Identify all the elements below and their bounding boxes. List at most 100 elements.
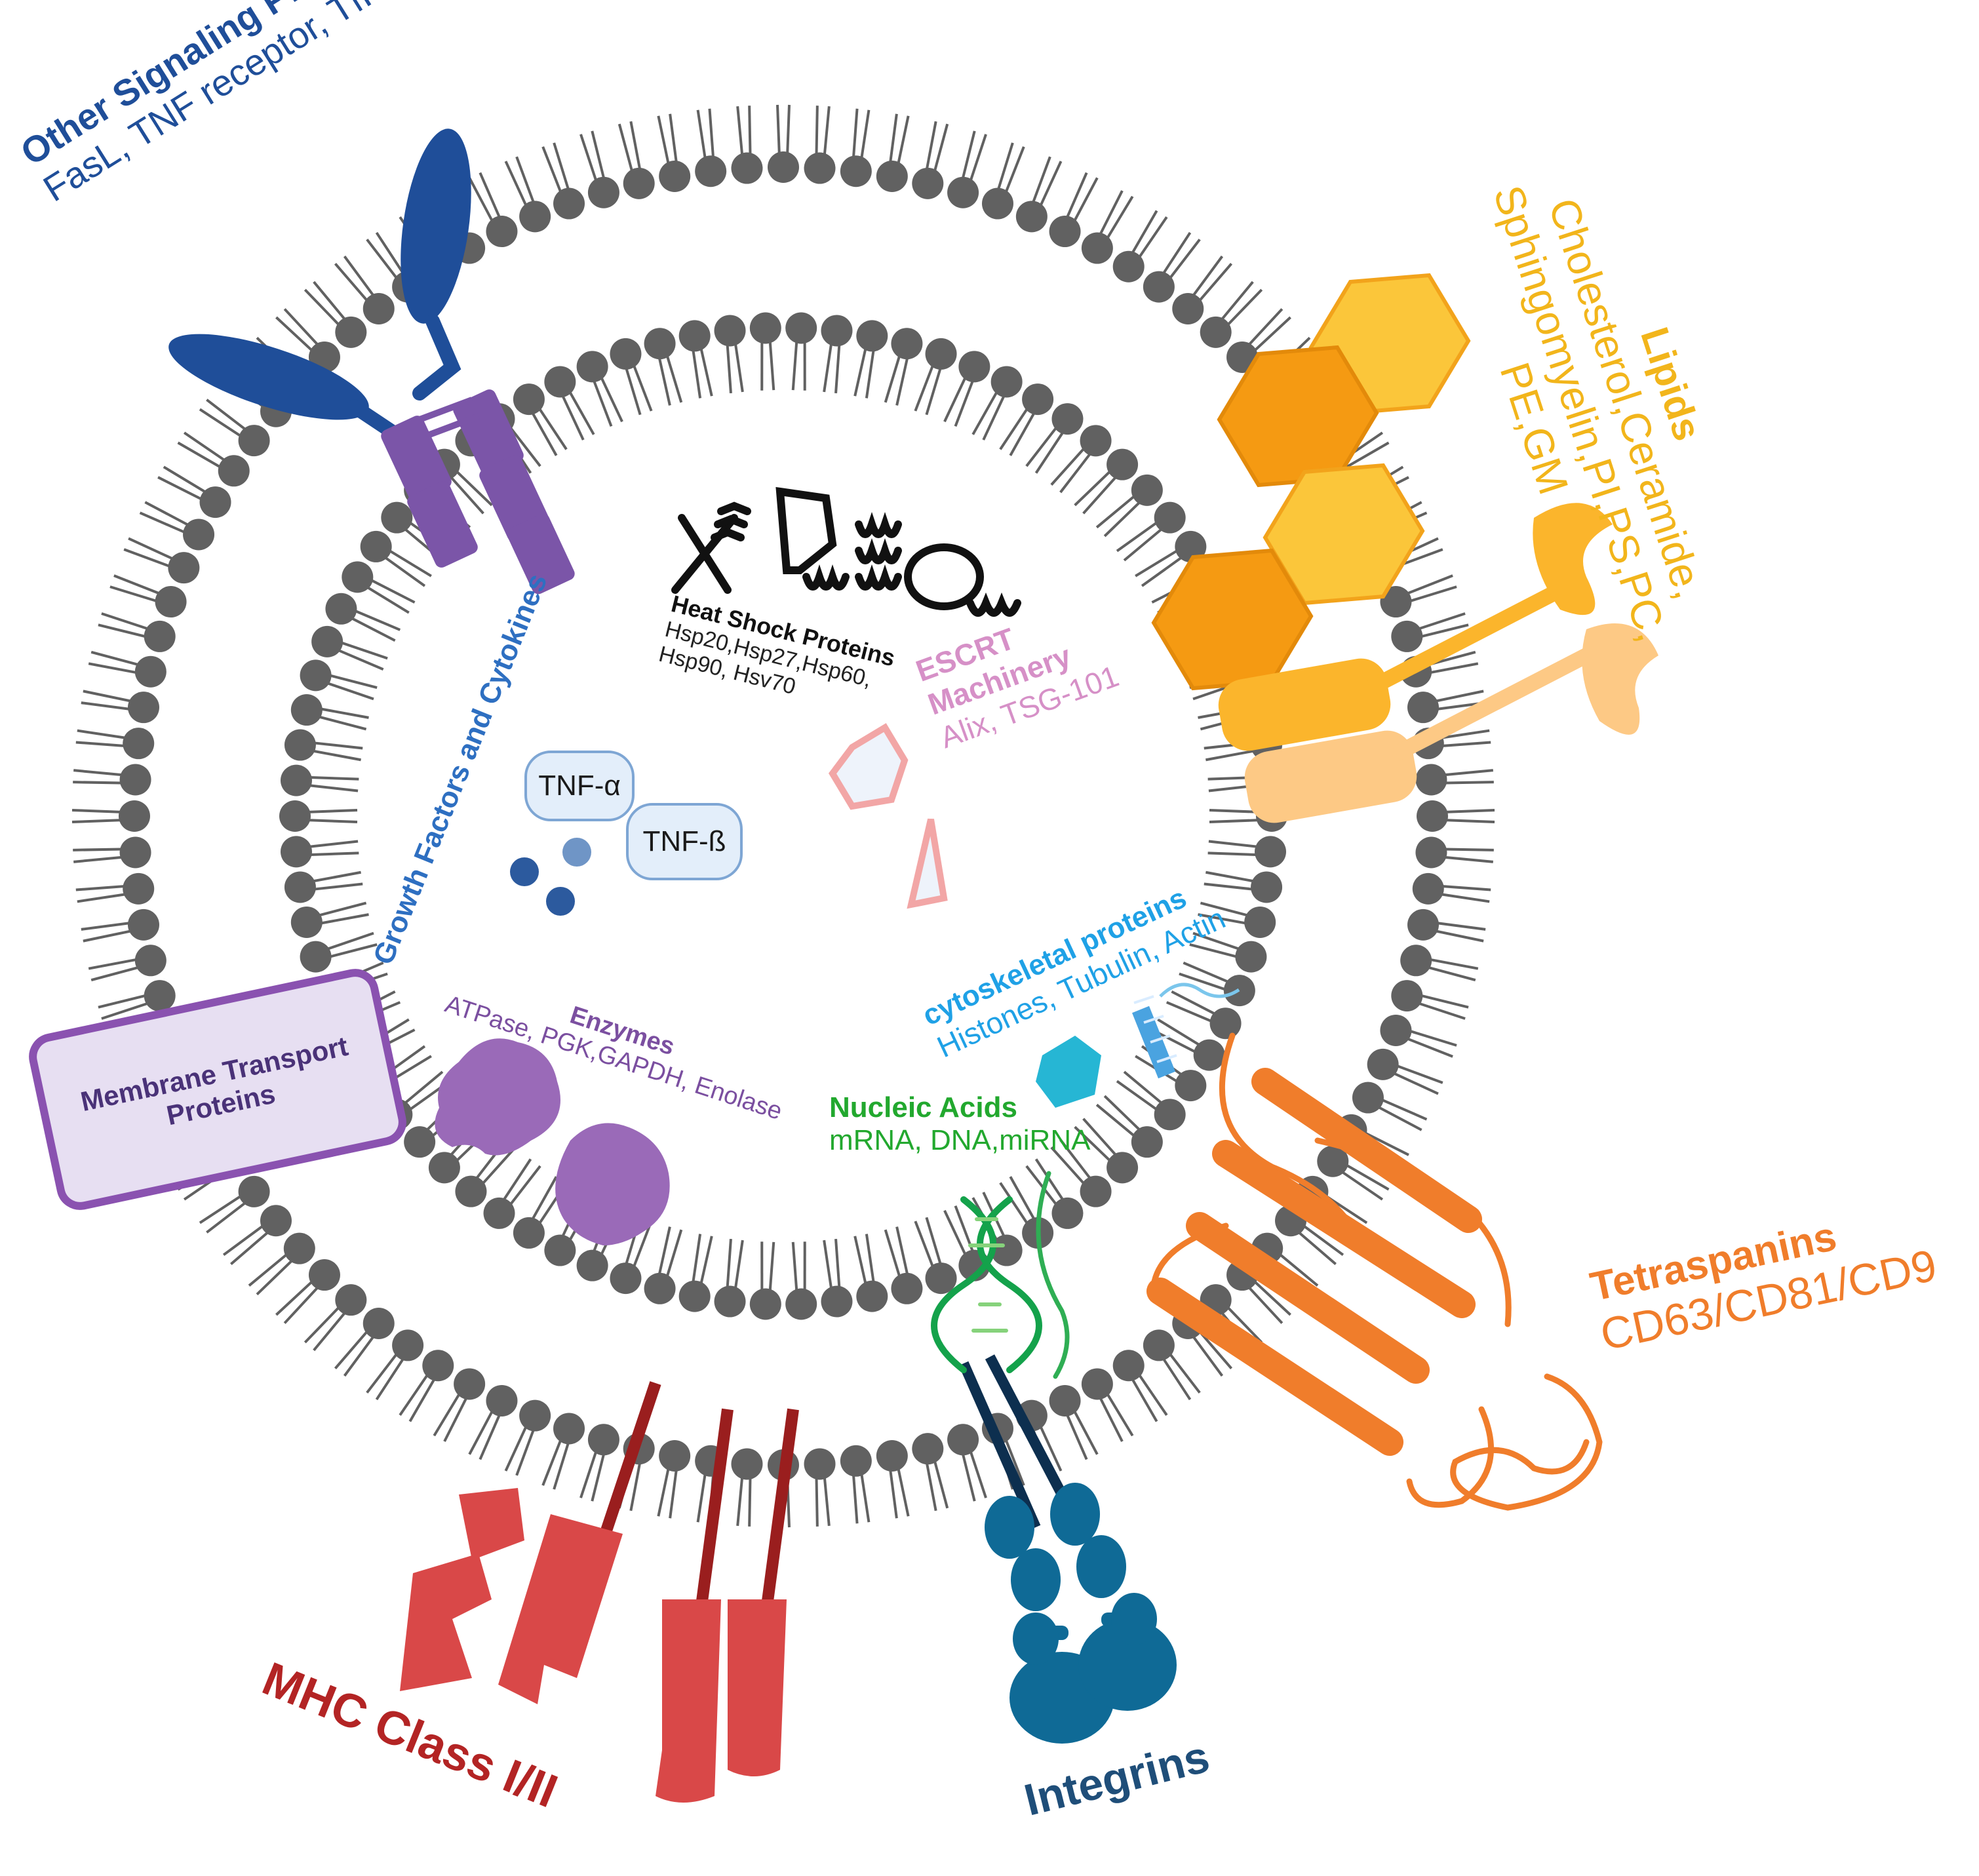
lipid-head [610,338,642,370]
lipid-head [925,338,957,370]
lipid-head [1209,1007,1242,1040]
lipid-head [486,216,518,248]
lipid-head [362,1308,395,1340]
lipid-head [1317,1145,1349,1177]
lipid-head [623,167,655,199]
tnf-alpha-badge: TNF-α [524,751,635,821]
lipid-head [1367,1048,1399,1080]
lipid-head [840,155,872,187]
lipid-head [553,187,585,220]
lipid-hexagons [1151,273,1658,823]
lipid-head [290,906,323,938]
lipid-head [840,1445,872,1477]
lipid-head [1244,906,1276,938]
lipid-head [553,1413,585,1445]
nucleic-title: Nucleic Acids [829,1091,1017,1124]
cytoskeletal-icons [1036,983,1240,1108]
lipid-head [1193,1039,1225,1071]
lipid-head [544,1234,576,1266]
lipid-head [123,872,155,905]
lipid-head [659,1440,691,1472]
lipid-head [280,764,312,796]
lipid-head [519,1399,551,1432]
tnf-alpha-label: TNF-α [538,770,621,802]
lipid-head [587,1424,619,1456]
enzyme-blobs [435,1038,670,1245]
lipid-head [587,176,619,208]
lipid-head [238,425,270,457]
lipid-head [127,909,159,941]
lipid-head [238,1175,270,1207]
tnf-beta-label: TNF-ß [642,825,726,857]
lipid-head [856,320,888,352]
lipid-head [912,1433,944,1465]
lipid-head [785,1288,817,1320]
lipid-head [958,351,990,383]
lipid-head [134,945,167,977]
lipid-head [990,1234,1023,1266]
lipid-head [300,941,332,973]
lipid-head [513,383,545,416]
lipid-head [168,552,200,584]
lipid-head [659,160,691,192]
lipid-head [804,152,836,184]
signaling-receptor [168,128,575,595]
lipid-head [731,1448,763,1480]
lipid-head [714,315,746,347]
lipid-head [1391,980,1423,1012]
lipid-head [1143,271,1175,303]
lipid-head [912,167,944,199]
lipid-head [1380,586,1412,618]
tetraspanin [1146,1032,1603,1511]
lipid-head [804,1448,836,1480]
lipid-head [283,1232,315,1264]
tnf-beta-badge: TNF-ß [626,803,743,880]
lipid-head [749,312,781,344]
lipid-head [947,1424,979,1456]
integrin [958,1354,1177,1744]
lipid-head [144,980,176,1012]
lipid-head [392,1329,424,1361]
lipid-head [1107,448,1139,480]
mhc-molecule [400,1381,799,1803]
lipid-head [678,320,711,352]
lipid-head [644,328,676,360]
lipid-head [821,1285,853,1318]
lipid-head [1412,872,1444,905]
lipid-head [290,694,323,726]
lipid-head [123,728,155,760]
lipid-head [1051,403,1084,435]
lipid-head [1255,836,1287,868]
lipid-head [1235,941,1267,973]
lipid-head [381,501,413,534]
lipid-head [1223,975,1255,1007]
growth-factor-spheres [510,838,591,916]
lipid-head [360,530,392,562]
lipid-head [876,1440,908,1472]
lipid-head [422,1350,454,1382]
escrt-icons [828,723,948,909]
lipid-head [1172,292,1204,324]
lipid-head [1391,620,1423,652]
lipid-head [785,312,817,344]
lipid-head [335,316,367,348]
lipid-head [199,486,231,518]
lipid-head [279,800,311,832]
lipid-head [990,366,1023,398]
lipid-head [1080,1175,1112,1207]
lipid-head [260,1205,292,1237]
lipid-head [925,1262,957,1295]
lipid-head [362,292,395,324]
lipid-head [644,1272,676,1304]
lipid-head [308,1259,340,1291]
lipid-head [335,1284,367,1316]
lipid-head [1154,1099,1186,1131]
lipid-head [483,1197,515,1229]
lipid-head [695,155,727,187]
lipid-head [119,764,151,796]
heat-shock-icons [671,486,1021,617]
lipid-head [134,655,167,688]
lipid-head [486,1384,518,1417]
nucleic-label-group: Nucleic Acids mRNA, DNA,miRNA [829,1091,1090,1157]
